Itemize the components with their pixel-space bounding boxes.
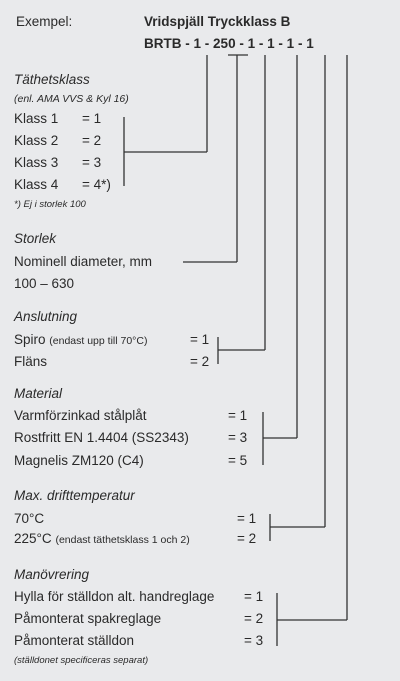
option-value: = 3: [228, 430, 248, 445]
option-label: 225°C (endast täthetsklass 1 och 2): [14, 532, 190, 546]
storlek-range: 100 – 630: [14, 276, 75, 291]
section-title-manovrering: Manövrering: [14, 567, 90, 582]
option-value: = 1: [237, 511, 257, 526]
code-segment-manovrering: 1: [306, 36, 314, 51]
option-label: Hylla för ställdon alt. handreglage: [14, 589, 215, 604]
code-segment-temperatur: 1: [286, 36, 295, 51]
option-value: = 4*): [82, 177, 111, 192]
option-label: Spiro (endast upp till 70°C): [14, 333, 147, 347]
option-label: Påmonterat ställdon: [14, 633, 135, 648]
code-segment-storlek: 250: [213, 36, 236, 51]
code-segment-anslutning: 1: [247, 36, 256, 51]
option-label: Klass 2: [14, 133, 59, 148]
option-value: = 2: [244, 611, 264, 626]
option-value: = 3: [82, 155, 102, 170]
section-title-storlek: Storlek: [14, 231, 57, 246]
option-value: = 2: [190, 354, 210, 369]
option-label: Påmonterat spakreglage: [14, 611, 162, 626]
code-segment-material: 1: [267, 36, 275, 51]
option-note: (endast upp till 70°C): [49, 335, 148, 347]
option-note: (endast täthetsklass 1 och 2): [55, 534, 190, 546]
product-code: BRTB - 1 - 250 - 1 - 1 - 1 - 1: [144, 36, 314, 51]
option-label-text: Spiro: [14, 332, 46, 347]
section-title-temperatur: Max. drifttemperatur: [14, 488, 135, 503]
example-label: Exempel:: [16, 14, 73, 29]
tathetsklass-subtitle: (enl. AMA VVS & Kyl 16): [14, 93, 129, 105]
option-label: Rostfritt EN 1.4404 (SS2343): [14, 430, 189, 445]
section-title-anslutning: Anslutning: [14, 309, 78, 324]
product-name: Vridspjäll Tryckklass B: [144, 14, 291, 29]
manovrering-footnote: (ställdonet specificeras separat): [14, 655, 149, 666]
option-label-text: 225°C: [14, 531, 52, 546]
storlek-description: Nominell diameter, mm: [14, 254, 153, 269]
option-label: Klass 4: [14, 177, 59, 192]
option-value: = 1: [228, 408, 248, 423]
option-value: = 1: [190, 332, 210, 347]
tathetsklass-footnote: *) Ej i storlek 100: [14, 199, 86, 210]
section-title-material: Material: [14, 386, 63, 401]
option-label: Klass 3: [14, 155, 59, 170]
option-label: Magnelis ZM120 (C4): [14, 453, 144, 468]
code-prefix: BRTB: [144, 36, 182, 51]
option-label: 70°C: [14, 511, 45, 526]
option-label: Fläns: [14, 354, 48, 369]
option-label: Varmförzinkad stålplåt: [14, 408, 147, 423]
option-value: = 5: [228, 453, 248, 468]
section-title-tathetsklass: Täthetsklass: [14, 72, 90, 87]
option-value: = 1: [244, 589, 264, 604]
option-value: = 1: [82, 111, 102, 126]
option-value: = 3: [244, 633, 264, 648]
option-value: = 2: [237, 531, 257, 546]
code-segment-tathetsklass: 1: [193, 36, 202, 51]
option-label: Klass 1: [14, 111, 59, 126]
option-value: = 2: [82, 133, 102, 148]
